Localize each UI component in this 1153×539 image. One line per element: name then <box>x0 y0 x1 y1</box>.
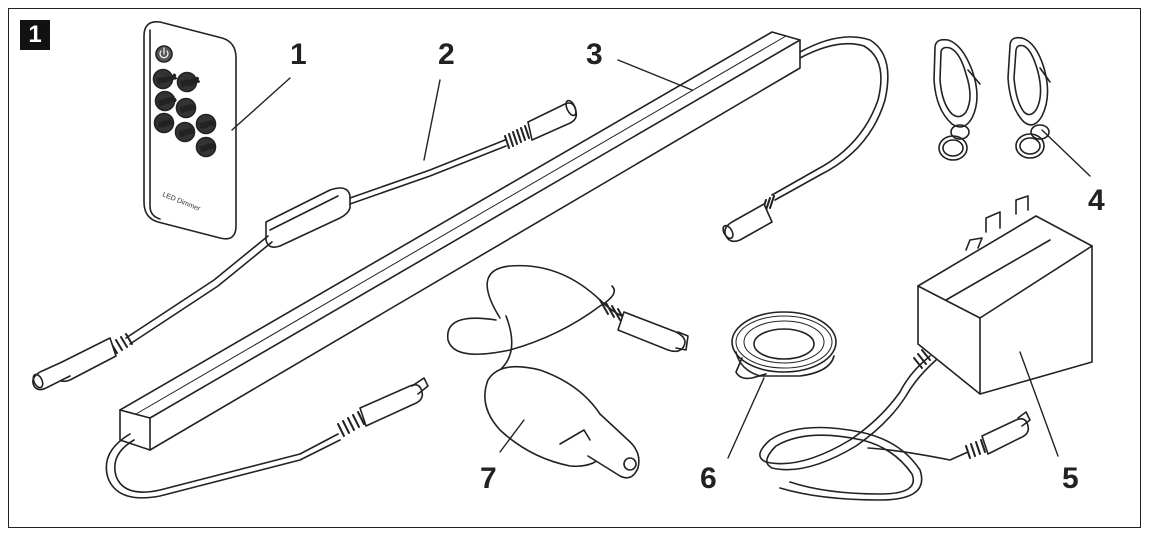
callout-label-7: 7 <box>480 462 497 495</box>
callout-label-4: 4 <box>1088 184 1105 217</box>
callout-label-6: 6 <box>700 462 717 495</box>
remote-button-10 <box>195 136 217 158</box>
callout-label-5: 5 <box>1062 462 1079 495</box>
dimmer-cable <box>32 99 578 391</box>
figure-frame <box>8 8 1141 528</box>
remote-button-20 <box>174 121 196 143</box>
remote-button-60 <box>175 97 197 119</box>
led-light-bar <box>105 31 889 499</box>
car-charger-adapter <box>447 264 689 479</box>
remote-control: Reset Night 100% 60% 80% 40% 20% 10% LED… <box>143 20 237 240</box>
remote-button-40 <box>153 112 175 134</box>
callout-leader-lines <box>231 59 1091 459</box>
carabiner-hooks <box>933 36 1051 161</box>
power-adapter <box>759 195 1093 501</box>
callout-label-1: 1 <box>290 38 307 71</box>
remote-button-reset <box>152 68 174 90</box>
remote-button-100 <box>154 90 176 112</box>
figure-number-badge: 1 <box>20 20 50 50</box>
callout-label-3: 3 <box>586 38 603 71</box>
callout-label-2: 2 <box>438 38 455 71</box>
remote-button-80 <box>195 113 217 135</box>
remote-button-night <box>176 71 198 93</box>
adhesive-tape-roll <box>731 311 837 380</box>
